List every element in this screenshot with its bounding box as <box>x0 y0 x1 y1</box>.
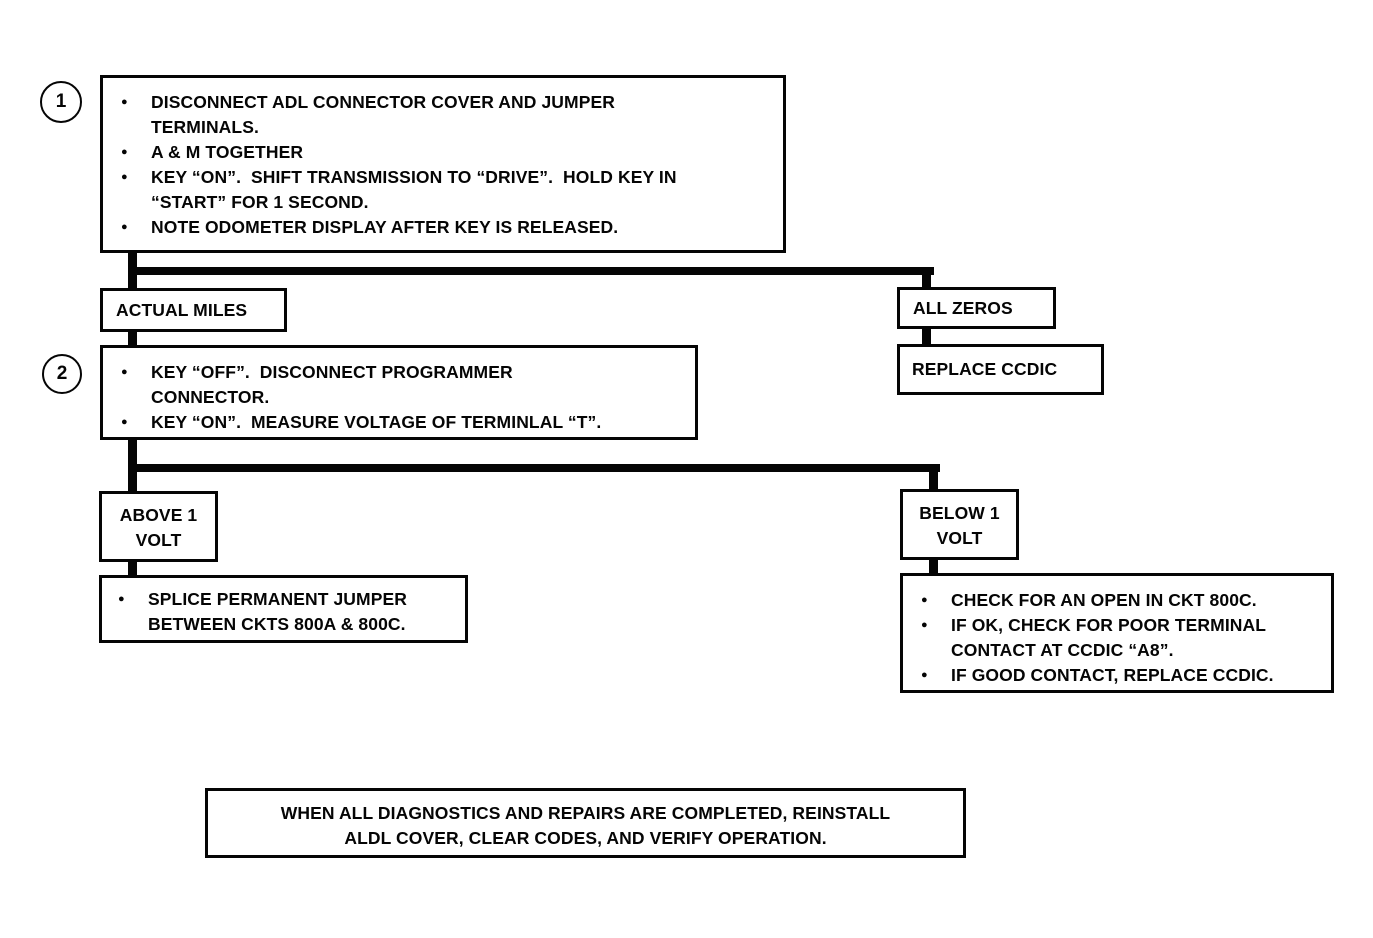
bullet-icon: ● <box>121 366 128 378</box>
bullet-icon: ● <box>121 416 128 428</box>
splice-bullet-1: ● SPLICE PERMANENT JUMPER BETWEEN CKTS 8… <box>116 587 459 637</box>
splice-bullet-1-text: SPLICE PERMANENT JUMPER BETWEEN CKTS 800… <box>148 589 407 634</box>
check-bullet-3-text: IF GOOD CONTACT, REPLACE CCDIC. <box>951 665 1274 685</box>
step-2-instructions-box: ● KEY “OFF”. DISCONNECT PROGRAMMER CONNE… <box>100 345 698 440</box>
step-1-bullet-3-text: KEY “ON”. SHIFT TRANSMISSION TO “DRIVE”.… <box>151 167 677 212</box>
bullet-icon: ● <box>921 594 928 606</box>
bullet-icon: ● <box>121 221 128 233</box>
connector-below-1-volt-down <box>929 560 938 573</box>
action-replace-ccdic-box: REPLACE CCDIC <box>897 344 1104 395</box>
bullet-icon: ● <box>121 146 128 158</box>
bullet-icon: ● <box>121 96 128 108</box>
connector-all-zeros-down <box>922 329 931 344</box>
action-replace-ccdic-label: REPLACE CCDIC <box>912 359 1058 379</box>
result-above-1-volt-box: ABOVE 1 VOLT <box>99 491 218 562</box>
step-2-bullet-1: ● KEY “OFF”. DISCONNECT PROGRAMMER CONNE… <box>119 360 687 410</box>
check-bullet-1-text: CHECK FOR AN OPEN IN CKT 800C. <box>951 590 1257 610</box>
step-1-bullet-3: ● KEY “ON”. SHIFT TRANSMISSION TO “DRIVE… <box>119 165 773 215</box>
step-2-bullet-2: ● KEY “ON”. MEASURE VOLTAGE OF TERMINLAL… <box>119 410 687 435</box>
action-splice-jumper-box: ● SPLICE PERMANENT JUMPER BETWEEN CKTS 8… <box>99 575 468 643</box>
action-check-circuit-box: ● CHECK FOR AN OPEN IN CKT 800C. ● IF OK… <box>900 573 1334 693</box>
bullet-icon: ● <box>118 593 125 605</box>
result-below-1-volt-box: BELOW 1 VOLT <box>900 489 1019 560</box>
step-1-bullet-4-text: NOTE ODOMETER DISPLAY AFTER KEY IS RELEA… <box>151 217 619 237</box>
step-2-bullet-2-text: KEY “ON”. MEASURE VOLTAGE OF TERMINLAL “… <box>151 412 602 432</box>
completion-note-box: WHEN ALL DIAGNOSTICS AND REPAIRS ARE COM… <box>205 788 966 858</box>
step-1-bullet-2-text: A & M TOGETHER <box>151 142 304 162</box>
result-actual-miles-box: ACTUAL MILES <box>100 288 287 332</box>
bullet-icon: ● <box>121 171 128 183</box>
step-1-bullet-1: ● DISCONNECT ADL CONNECTOR COVER AND JUM… <box>119 90 773 140</box>
result-all-zeros-label: ALL ZEROS <box>913 297 1013 318</box>
check-bullet-2: ● IF OK, CHECK FOR POOR TERMINAL CONTACT… <box>919 613 1325 663</box>
check-bullet-2-text: IF OK, CHECK FOR POOR TERMINAL CONTACT A… <box>951 615 1267 660</box>
bullet-icon: ● <box>921 619 928 631</box>
step-2-number-badge: 2 <box>42 354 82 394</box>
connector-actual-miles-down <box>128 332 137 345</box>
step-2-bullet-1-text: KEY “OFF”. DISCONNECT PROGRAMMER CONNECT… <box>151 362 513 407</box>
step-1-bullet-2: ● A & M TOGETHER <box>119 140 773 165</box>
step-1-bullet-4: ● NOTE ODOMETER DISPLAY AFTER KEY IS REL… <box>119 215 773 240</box>
check-bullet-3: ● IF GOOD CONTACT, REPLACE CCDIC. <box>919 663 1325 688</box>
connector-branch1-horizontal <box>128 267 934 275</box>
connector-to-below-1-volt <box>929 472 938 489</box>
connector-to-all-zeros <box>922 275 931 288</box>
step-1-number-badge: 1 <box>40 81 82 123</box>
step-1-bullet-1-text: DISCONNECT ADL CONNECTOR COVER AND JUMPE… <box>151 92 615 137</box>
step-1-instructions-box: ● DISCONNECT ADL CONNECTOR COVER AND JUM… <box>100 75 786 253</box>
result-actual-miles-label: ACTUAL MILES <box>116 299 248 320</box>
connector-branch2-horizontal <box>128 464 940 472</box>
result-all-zeros-box: ALL ZEROS <box>897 287 1056 329</box>
connector-above-1-volt-down <box>128 562 137 575</box>
check-bullet-1: ● CHECK FOR AN OPEN IN CKT 800C. <box>919 588 1325 613</box>
bullet-icon: ● <box>921 669 928 681</box>
